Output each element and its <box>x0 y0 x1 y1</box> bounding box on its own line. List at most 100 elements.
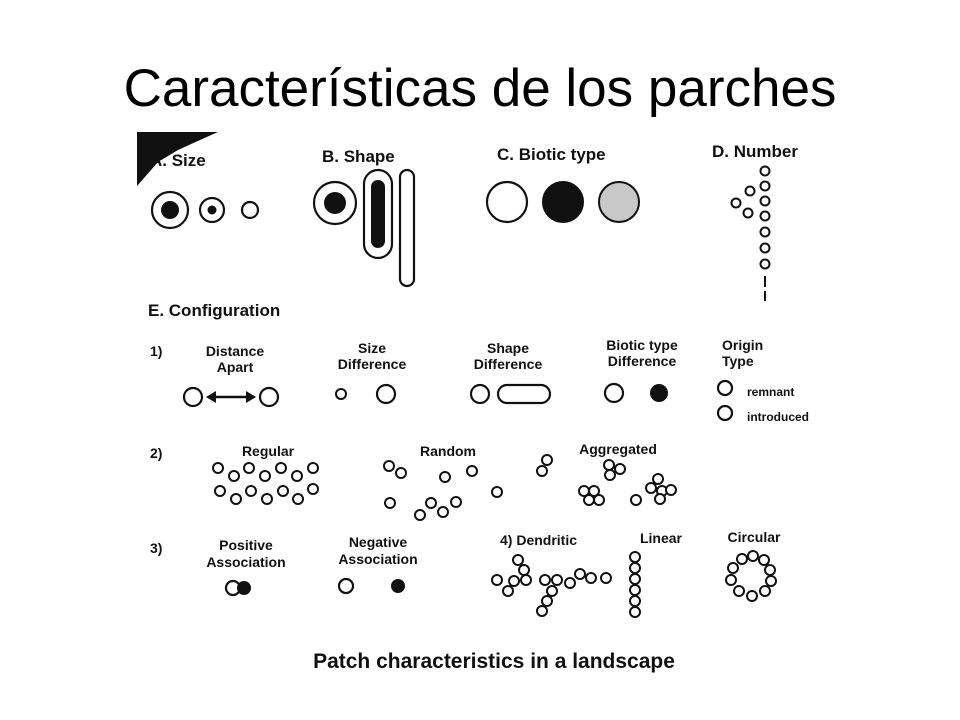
panel-label-biotic-type: C. Biotic type <box>497 145 606 164</box>
regular-patch <box>275 462 287 474</box>
random-patch <box>450 496 462 508</box>
scan-corner-artifact <box>137 132 218 186</box>
random-patch <box>466 465 478 477</box>
dendritic-patch <box>508 575 520 587</box>
dendritic-pattern <box>491 554 612 617</box>
circular-patch <box>725 574 737 586</box>
small-size-patch <box>335 388 347 400</box>
random-patch <box>384 497 396 509</box>
panel-label-number: D. Number <box>712 142 798 161</box>
linear-patch <box>629 551 641 563</box>
linear-patch <box>629 595 641 607</box>
aggregated-patch <box>645 482 657 494</box>
regular-patch <box>245 485 257 497</box>
biotic-difference-label-line2: Difference <box>608 353 677 369</box>
dendritic-patch <box>551 574 563 586</box>
aggregated-patch <box>588 485 600 497</box>
circular-patch <box>758 554 770 566</box>
open-patch <box>485 180 529 224</box>
number-patch <box>759 242 771 254</box>
regular-patch <box>291 470 303 482</box>
shape-difference-label-line1: Shape <box>487 340 529 356</box>
origin-type-label-line2: Type <box>722 353 754 369</box>
linear-label: Linear <box>640 530 683 546</box>
number-patch <box>759 165 771 177</box>
circular-patch <box>727 562 739 574</box>
aggregated-patch <box>541 454 553 466</box>
circular-patch <box>764 564 776 576</box>
dendritic-patch <box>600 572 612 584</box>
random-patch <box>491 486 503 498</box>
circular-patch <box>746 590 758 602</box>
biotic-type-patches <box>485 180 640 224</box>
aggregated-patch <box>593 494 605 506</box>
number-patch <box>742 207 754 219</box>
positive-association-label-line2: Association <box>206 554 285 570</box>
circular-patch <box>765 575 777 587</box>
random-pattern <box>383 460 503 521</box>
regular-pattern <box>212 462 319 505</box>
negative-open-patch <box>337 577 355 595</box>
dendritic-patch <box>491 574 503 586</box>
dendritic-patch <box>520 574 532 586</box>
regular-patch <box>259 470 271 482</box>
medium-patch-core <box>207 205 217 215</box>
small-patch <box>240 200 260 220</box>
dark-biotic-patch <box>650 384 668 402</box>
random-label: Random <box>420 443 476 459</box>
dendritic-patch <box>512 554 524 566</box>
distance-patch-left <box>182 386 204 408</box>
dendritic-patch <box>574 568 586 580</box>
regular-patch <box>277 485 289 497</box>
linear-patch <box>629 562 641 574</box>
dendritic-label: 4) Dendritic <box>500 532 577 548</box>
positive-association-label-line1: Positive <box>219 537 273 553</box>
regular-patch <box>292 493 304 505</box>
oblong-shape-patch <box>496 383 552 405</box>
negative-association-label-line2: Association <box>338 551 417 567</box>
row-index-2: 2) <box>150 445 162 461</box>
dark-patch <box>542 181 584 223</box>
random-patch <box>425 497 437 509</box>
dendritic-patch <box>502 585 514 597</box>
dendritic-patch <box>541 595 553 607</box>
linear-pattern <box>629 551 641 618</box>
aggregated-pattern <box>536 454 677 506</box>
dendritic-patch <box>518 564 530 576</box>
arrowhead-left-icon <box>206 391 216 403</box>
number-patch <box>759 195 771 207</box>
dendritic-patch <box>536 605 548 617</box>
regular-label: Regular <box>242 443 295 459</box>
slide-title: Características de los parches <box>123 59 837 118</box>
distance-patch-right <box>258 386 280 408</box>
dendritic-patch <box>585 572 597 584</box>
linear-patch <box>629 606 641 618</box>
distance-apart-label-line1: Distance <box>206 343 265 359</box>
circular-pattern <box>725 550 777 602</box>
number-patches <box>730 165 771 301</box>
linear-patch <box>629 584 641 596</box>
size-difference-label-line1: Size <box>358 340 386 356</box>
shape-patches <box>312 168 416 288</box>
remnant-label: remnant <box>747 385 794 399</box>
shape-difference-label-line2: Difference <box>474 356 543 372</box>
number-patch <box>744 185 756 197</box>
regular-patch <box>228 470 240 482</box>
row-index-1: 1) <box>150 343 162 359</box>
negative-association-label-line1: Negative <box>349 534 408 550</box>
aggregated-patch <box>536 465 548 477</box>
aggregated-patch <box>583 494 595 506</box>
figure-caption: Patch characteristics in a landscape <box>313 650 675 673</box>
regular-patch <box>214 485 226 497</box>
dendritic-patch <box>546 585 558 597</box>
dendritic-patch <box>564 577 576 589</box>
random-patch <box>395 467 407 479</box>
panel-label-size: A. Size <box>150 151 206 170</box>
introduced-label: introduced <box>747 410 809 424</box>
biotic-difference-label-line1: Biotic type <box>606 337 678 353</box>
round-shape-patch <box>469 383 491 405</box>
aggregated-patch <box>654 493 666 505</box>
dendritic-patch <box>539 574 551 586</box>
round-patch-core <box>324 192 346 214</box>
